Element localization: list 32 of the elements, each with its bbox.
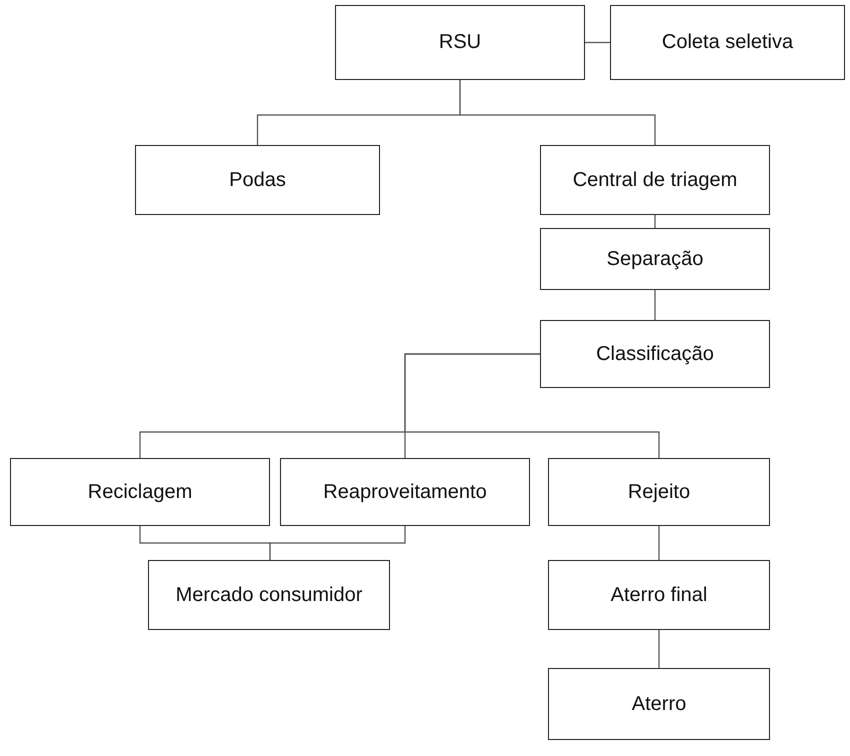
process-box — [10, 458, 270, 526]
box-label: Aterro final — [610, 584, 708, 606]
process-box — [548, 668, 770, 740]
process-box — [540, 228, 770, 290]
process-box — [540, 320, 770, 388]
connector-line — [459, 80, 656, 145]
process-box — [280, 458, 530, 526]
connector-line — [404, 353, 660, 458]
process-box — [548, 560, 770, 630]
connector-line — [585, 42, 610, 44]
process-box — [540, 145, 770, 215]
connector-line — [269, 526, 406, 560]
process-box — [610, 5, 845, 80]
box-label: Coleta seletiva — [662, 31, 794, 54]
box-label: Mercado consumidor — [176, 584, 362, 606]
process-box — [148, 560, 390, 630]
box-label: Rejeito — [628, 480, 690, 504]
box-label: Separação — [606, 248, 704, 270]
box-label: Aterro — [632, 692, 686, 716]
process-box — [548, 458, 770, 526]
box-label: Classificação — [596, 342, 714, 366]
connector-line — [654, 215, 656, 228]
box-label: Podas — [229, 168, 286, 192]
box-label: Central de triagem — [572, 168, 738, 192]
connector-line — [658, 526, 660, 560]
box-label: Reaproveitamento — [323, 480, 487, 504]
connector-line — [658, 630, 660, 668]
process-box — [135, 145, 380, 215]
connector-line — [654, 290, 656, 320]
box-label: RSU — [438, 31, 482, 54]
box-label: Reciclagem — [88, 480, 192, 504]
process-box — [335, 5, 585, 80]
